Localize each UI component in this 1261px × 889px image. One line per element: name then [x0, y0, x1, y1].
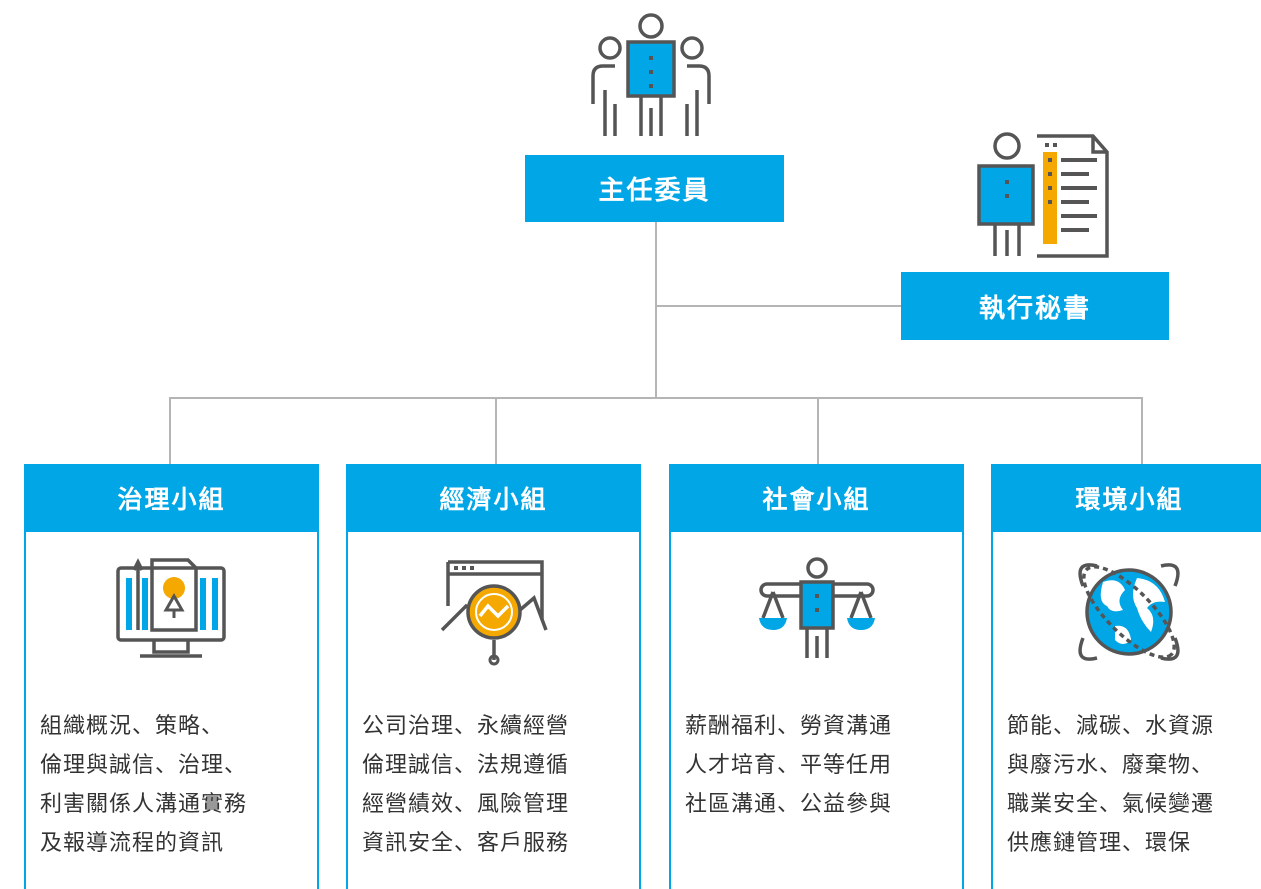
- description-line: 利害關係人溝通實務: [40, 792, 248, 817]
- connector-chair-down: [655, 222, 657, 398]
- description-line: 與廢污水、廢棄物、: [1007, 753, 1215, 778]
- secretary-title-box: 執行秘書: [901, 272, 1169, 340]
- group-description: 節能、減碳、水資源 與廢污水、廢棄物、 職業安全、氣候變遷 供應鏈管理、環保: [1007, 707, 1258, 863]
- description-line: 職業安全、氣候變遷: [1007, 792, 1215, 817]
- description-line: 及報導流程的資訊: [40, 831, 225, 856]
- description-line: 人才培育、平等任用: [685, 753, 893, 778]
- group-social: 社會小組 薪酬福利、勞資溝通 人才培育、平等任用 社區溝通、公益參與: [669, 464, 964, 889]
- description-line: 供應鏈管理、環保: [1007, 831, 1192, 856]
- connector-horizontal: [169, 397, 1143, 399]
- description-line: 組織概況、策略、: [40, 714, 225, 739]
- group-title: 社會小組: [669, 464, 964, 532]
- committee-people-icon: [591, 13, 711, 136]
- connector-group-4: [1141, 397, 1143, 464]
- governance-monitor-icon: [115, 558, 226, 658]
- chair-title-box: 主任委員: [525, 155, 784, 222]
- social-balance-scale-icon: [758, 557, 875, 658]
- economy-analytics-icon: [440, 560, 548, 666]
- description-line: 節能、減碳、水資源: [1007, 714, 1215, 739]
- group-title: 環境小組: [991, 464, 1261, 532]
- group-title: 經濟小組: [346, 464, 641, 532]
- group-economy: 經濟小組 公司治理、永續經營 倫理誠信、法規遵循 經營績效、風險管理 資訊安全、…: [346, 464, 641, 889]
- group-description: 組織概況、策略、 倫理與誠信、治理、 利害關係人溝通實務 及報導流程的資訊: [40, 707, 311, 863]
- description-line: 公司治理、永續經營: [362, 714, 570, 739]
- group-governance: 治理小組 組織概況、策略、 倫理與誠信、治理、 利害關係人溝通實務 及報導流程的…: [24, 464, 319, 889]
- group-description: 公司治理、永續經營 倫理誠信、法規遵循 經營績效、風險管理 資訊安全、客戶服務: [362, 707, 633, 863]
- description-line: 資訊安全、客戶服務: [362, 831, 570, 856]
- connector-secretary: [655, 305, 901, 307]
- secretary-checklist-icon: [977, 132, 1109, 258]
- description-line: 倫理誠信、法規遵循: [362, 753, 570, 778]
- group-description: 薪酬福利、勞資溝通 人才培育、平等任用 社區溝通、公益參與: [685, 707, 956, 824]
- description-line: 社區溝通、公益參與: [685, 792, 893, 817]
- description-line: 倫理與誠信、治理、: [40, 753, 248, 778]
- description-line: 薪酬福利、勞資溝通: [685, 714, 893, 739]
- connector-group-2: [495, 397, 497, 464]
- group-title: 治理小組: [24, 464, 319, 532]
- description-line: 經營績效、風險管理: [362, 792, 570, 817]
- connector-group-3: [817, 397, 819, 464]
- environment-globe-icon: [1077, 563, 1180, 661]
- connector-group-1: [169, 397, 171, 464]
- group-environment: 環境小組 節能、減碳、水資源 與廢污水、廢棄物、 職業安全、氣候變遷 供應鏈管理…: [991, 464, 1261, 889]
